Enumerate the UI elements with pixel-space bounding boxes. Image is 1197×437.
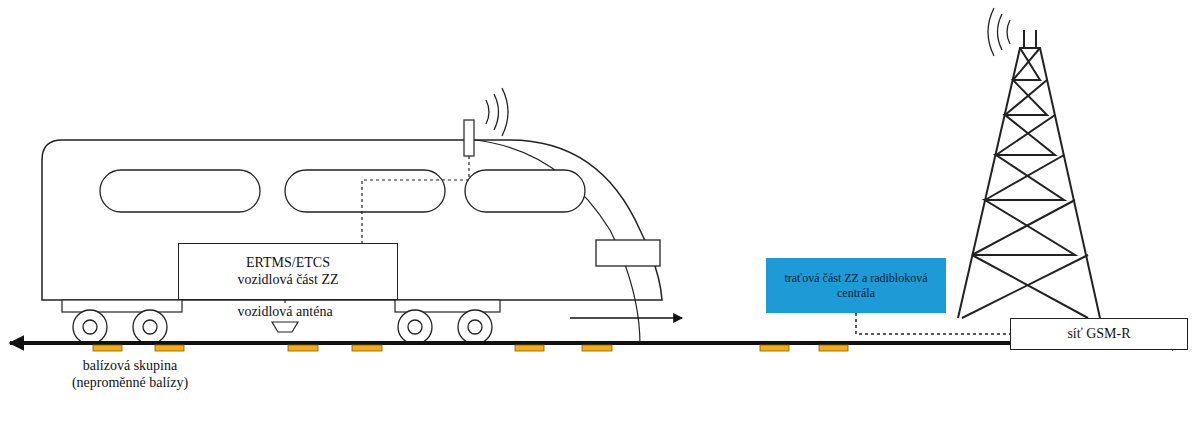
radio-waves	[486, 88, 508, 136]
label-text: vozidlová anténa	[237, 304, 332, 319]
antenna-cable	[362, 156, 469, 243]
train-body	[42, 140, 662, 300]
box-text: síť GSM-R	[1067, 326, 1130, 343]
balise-antenna	[272, 322, 298, 332]
box-text: ERTMS/ETCS vozidlová část ZZ	[223, 255, 353, 289]
train-window	[465, 170, 585, 212]
radio-antenna	[464, 120, 474, 156]
network-box: síť GSM-R	[1010, 318, 1188, 350]
direction-arrow	[570, 317, 682, 318]
dotted-connector	[856, 313, 1010, 334]
antenna-label: vozidlová anténa	[215, 304, 355, 321]
onboard-unit-box: ERTMS/ETCS vozidlová část ZZ	[178, 243, 398, 300]
trackside-box: traťová část ZZ a radibloková centrála	[766, 258, 946, 313]
cab-window	[596, 240, 660, 266]
balises	[93, 345, 848, 351]
train-window	[285, 170, 445, 212]
label-text: balízová skupina (neproměnné balízy)	[72, 358, 188, 390]
train-window	[100, 170, 260, 212]
bogie-frame	[62, 300, 182, 312]
gsm-r-tower	[958, 30, 1100, 318]
box-text: traťová část ZZ a radibloková centrála	[781, 271, 931, 300]
antenna-stem	[284, 300, 285, 303]
balise-group-label: balízová skupina (neproměnné balízy)	[50, 358, 210, 392]
radio-waves	[988, 8, 1010, 56]
